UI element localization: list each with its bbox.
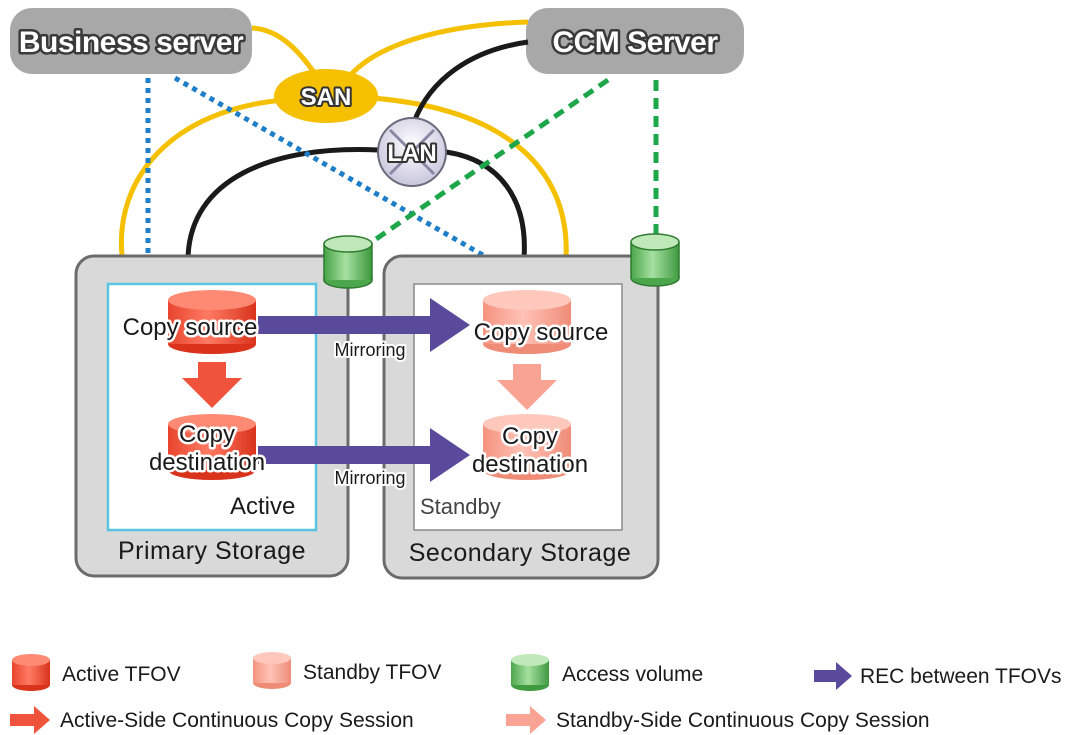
active-side-copy-arrow [182,362,242,408]
primary-copy-destination-label-1: Copy [179,421,235,448]
legend-active-tfov: Active TFOV [12,654,181,691]
san-node: SAN [274,69,378,123]
secondary-storage-label: Secondary Storage [409,539,632,567]
primary-copy-destination-label-2: destination [149,449,265,476]
legend: Active TFOV Standby TFOV Access volume R… [10,652,1062,734]
secondary-access-volume [630,233,680,287]
lan-label: LAN [387,140,436,167]
secondary-copy-destination-label-2: destination [472,451,588,478]
legend-rec: REC between TFOVs [814,662,1062,690]
primary-copy-destination-volume [168,414,256,480]
legend-active-session-label: Active-Side Continuous Copy Session [60,709,414,732]
legend-access-volume-label: Access volume [562,663,703,686]
legend-active-session: Active-Side Continuous Copy Session [10,706,414,734]
ccm-server-label: CCM Server [552,26,718,59]
mirroring-label-bottom: Mirroring [334,468,405,488]
primary-copy-source-volume [168,290,256,354]
san-label: SAN [301,84,352,111]
legend-standby-tfov: Standby TFOV [253,652,442,689]
primary-storage-label: Primary Storage [118,537,306,565]
legend-active-tfov-label: Active TFOV [62,663,181,686]
legend-access-volume: Access volume [511,654,703,691]
secondary-copy-source-label: Copy source [474,319,609,346]
lan-links [185,39,529,259]
mirroring-arrow-bottom [258,428,470,482]
business-server-paths [145,75,490,261]
legend-standby-session: Standby-Side Continuous Copy Session [506,706,930,734]
primary-access-volume [323,235,373,289]
secondary-copy-source-volume [483,290,571,354]
ccm-server-paths [358,77,659,253]
legend-rec-label: REC between TFOVs [860,665,1062,688]
secondary-state-label: Standby [420,494,501,519]
legend-standby-tfov-label: Standby TFOV [303,661,442,684]
business-server-box: Business server [10,8,252,74]
primary-copy-source-label: Copy source [123,314,258,341]
legend-standby-session-label: Standby-Side Continuous Copy Session [556,709,930,732]
secondary-copy-destination-volume [483,414,571,480]
primary-state-label: Active [230,493,295,520]
lan-node: LAN [377,117,447,187]
mirroring-arrow-top [258,298,470,352]
secondary-copy-destination-label-1: Copy [502,423,558,450]
business-server-label: Business server [19,26,244,59]
mirroring-label-top: Mirroring [334,340,405,360]
ccm-server-box: CCM Server [526,8,744,74]
standby-side-copy-arrow [497,364,557,410]
